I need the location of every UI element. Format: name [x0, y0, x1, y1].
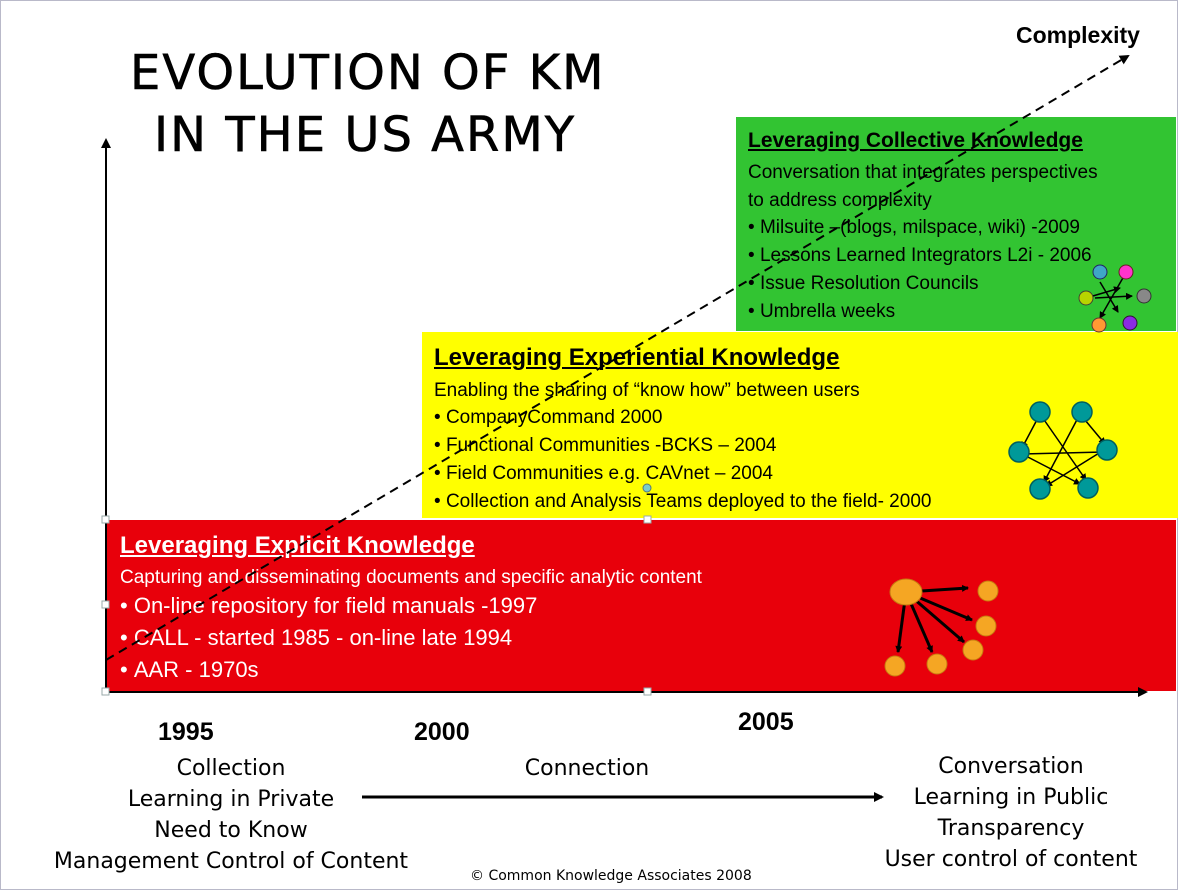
list-item: Milsuite –(blogs, milspace, wiki) -2009 [748, 215, 1092, 243]
experiential-knowledge-list: CompanyCommand 2000 Functional Communiti… [434, 405, 932, 517]
teal-network-icon [1008, 401, 1118, 500]
right-column-item: Learning in Public [913, 785, 1109, 810]
right-column-item: User control of content [884, 847, 1138, 872]
list-item: On-line repository for field manuals -19… [120, 592, 538, 624]
rotation-handle [642, 483, 652, 493]
complexity-trend-line [105, 54, 1130, 661]
left-column: Collection Learning in Private Need to K… [36, 753, 426, 877]
copyright-notice: © Common Knowledge Associates 2008 [470, 868, 752, 884]
collective-knowledge-box: Leveraging Collective Knowledge Conversa… [736, 117, 1176, 331]
experiential-knowledge-title: Leveraging Experiential Knowledge [434, 344, 840, 371]
left-column-item: Management Control of Content [53, 849, 409, 874]
title-line-1: EVOLUTION OF KM [130, 45, 606, 102]
complexity-label: Complexity [1016, 22, 1140, 48]
list-item: CALL - started 1985 - on-line late 1994 [120, 624, 537, 656]
selection-handles [101, 515, 652, 696]
orange-nodes [884, 578, 999, 677]
list-item: Collection and Analysis Teams deployed t… [434, 489, 932, 517]
list-item: Lessons Learned Integrators L2i - 2006 [748, 243, 1092, 271]
experiential-knowledge-subtitle: Enabling the sharing of “know how” betwe… [434, 380, 860, 401]
list-item: AAR - 1970s [120, 656, 537, 688]
left-column-item: Need to Know [154, 818, 308, 843]
year-1995: 1995 [158, 718, 214, 746]
experiential-knowledge-box: Leveraging Experiential Knowledge Enabli… [422, 332, 1178, 518]
right-column-item: Transparency [937, 816, 1085, 841]
explicit-knowledge-list: On-line repository for field manuals -19… [120, 592, 538, 688]
list-item: Issue Resolution Councils [748, 271, 1092, 299]
subtitle-line: Conversation that integrates perspective… [748, 162, 1098, 183]
title-line-2: IN THE US ARMY [154, 107, 577, 164]
explicit-knowledge-subtitle: Capturing and disseminating documents an… [120, 567, 702, 588]
explicit-knowledge-title: Leveraging Explicit Knowledge [120, 532, 475, 559]
list-item: Field Communities e.g. CAVnet – 2004 [434, 461, 931, 489]
year-2005: 2005 [738, 708, 794, 736]
right-column: Conversation Learning in Public Transpar… [858, 751, 1164, 875]
collective-knowledge-list: Milsuite –(blogs, milspace, wiki) -2009 … [748, 215, 1092, 327]
list-item: CompanyCommand 2000 [434, 405, 931, 433]
left-column-item: Collection [176, 756, 286, 781]
right-column-item: Conversation [938, 754, 1084, 779]
slide-title: EVOLUTION OF KM IN THE US ARMY [130, 42, 690, 166]
list-item: Umbrella weeks [748, 299, 1092, 327]
connection-label: Connection [524, 756, 650, 781]
collective-knowledge-title: Leveraging Collective Knowledge [748, 129, 1083, 152]
subtitle-line: to address complexity [748, 190, 932, 211]
colorful-network-icon [1078, 264, 1152, 333]
left-column-item: Learning in Private [127, 787, 335, 812]
year-2000: 2000 [414, 718, 470, 746]
collective-knowledge-subtitle: Conversation that integrates perspective… [748, 159, 1098, 215]
explicit-knowledge-box: Leveraging Explicit Knowledge Capturing … [106, 520, 1176, 691]
list-item: Functional Communities -BCKS – 2004 [434, 433, 931, 461]
